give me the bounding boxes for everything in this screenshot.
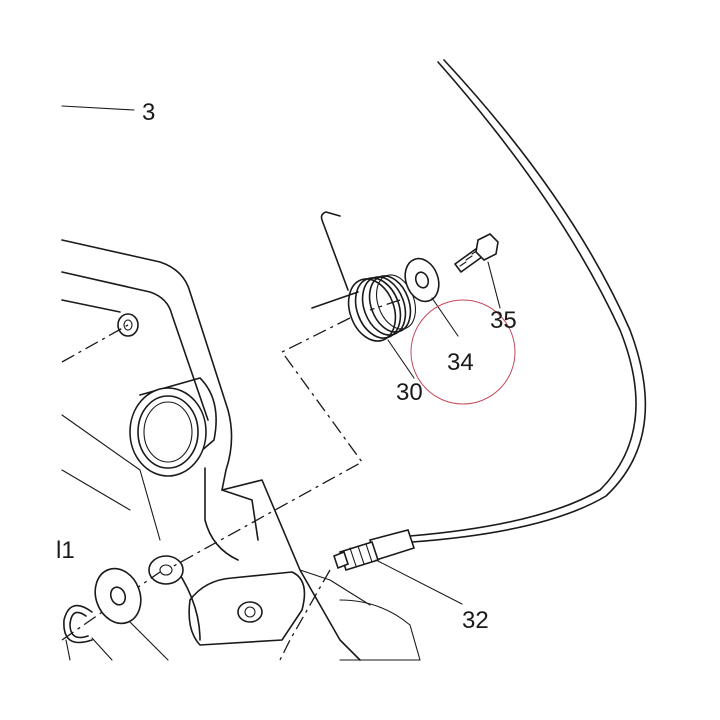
cylindrical-bushing <box>129 377 217 477</box>
pivot-boss <box>148 555 184 585</box>
retaining-clip <box>63 604 113 661</box>
callout-30: 30 <box>396 379 423 406</box>
callout-35: 35 <box>490 307 517 334</box>
callout-11-partial: l1 <box>56 537 75 564</box>
bracket-housing <box>61 239 421 661</box>
leader-line-3 <box>61 105 135 111</box>
bolt-35 <box>454 233 501 309</box>
highlight-circle <box>410 299 516 405</box>
callout-34: 34 <box>447 349 474 376</box>
washer-34 <box>404 257 459 337</box>
callout-3: 3 <box>142 99 155 126</box>
torsion-spring-30 <box>311 211 416 379</box>
cable-32 <box>333 59 647 605</box>
callout-32: 32 <box>462 607 489 634</box>
lower-washer <box>94 567 169 661</box>
